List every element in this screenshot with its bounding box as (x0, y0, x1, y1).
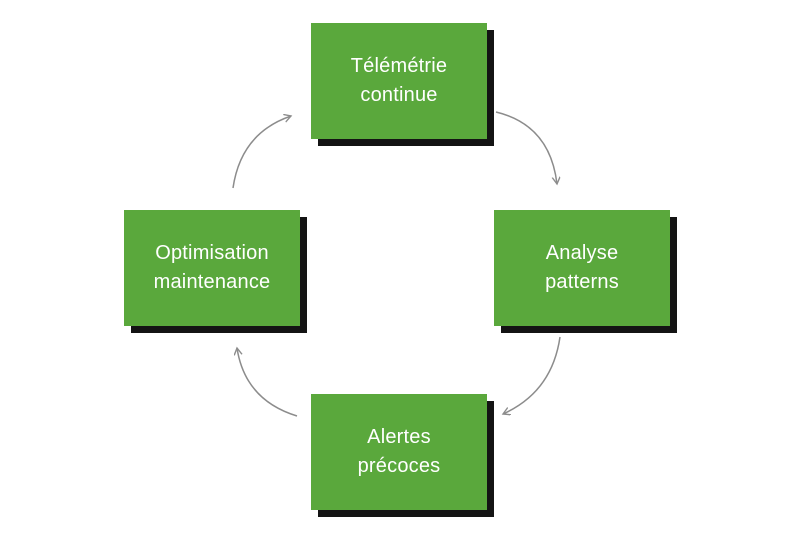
node-label-line1: Optimisation (155, 242, 269, 264)
node-label-line1: Télémétrie (350, 55, 448, 77)
node-label-line2: patterns (545, 271, 619, 293)
arrow-top-to-right (495, 111, 557, 184)
node-alertes-precoces: Alertes précoces (311, 394, 487, 510)
node-label-line1: Analyse (545, 242, 619, 264)
node-label-line2: continue (360, 84, 438, 106)
arrow-bottom-to-left (237, 348, 298, 417)
node-label-line2: maintenance (153, 271, 271, 293)
node-label-line2: précoces (357, 455, 441, 477)
node-label-line1: Alertes (367, 426, 431, 448)
node-optimisation-maintenance: Optimisation maintenance (124, 210, 300, 326)
arrow-left-to-top (232, 116, 291, 189)
node-telemetrie-continue: Télémétrie continue (311, 23, 487, 139)
node-analyse-patterns: Analyse patterns (494, 210, 670, 326)
arrow-right-to-bottom (503, 336, 561, 414)
